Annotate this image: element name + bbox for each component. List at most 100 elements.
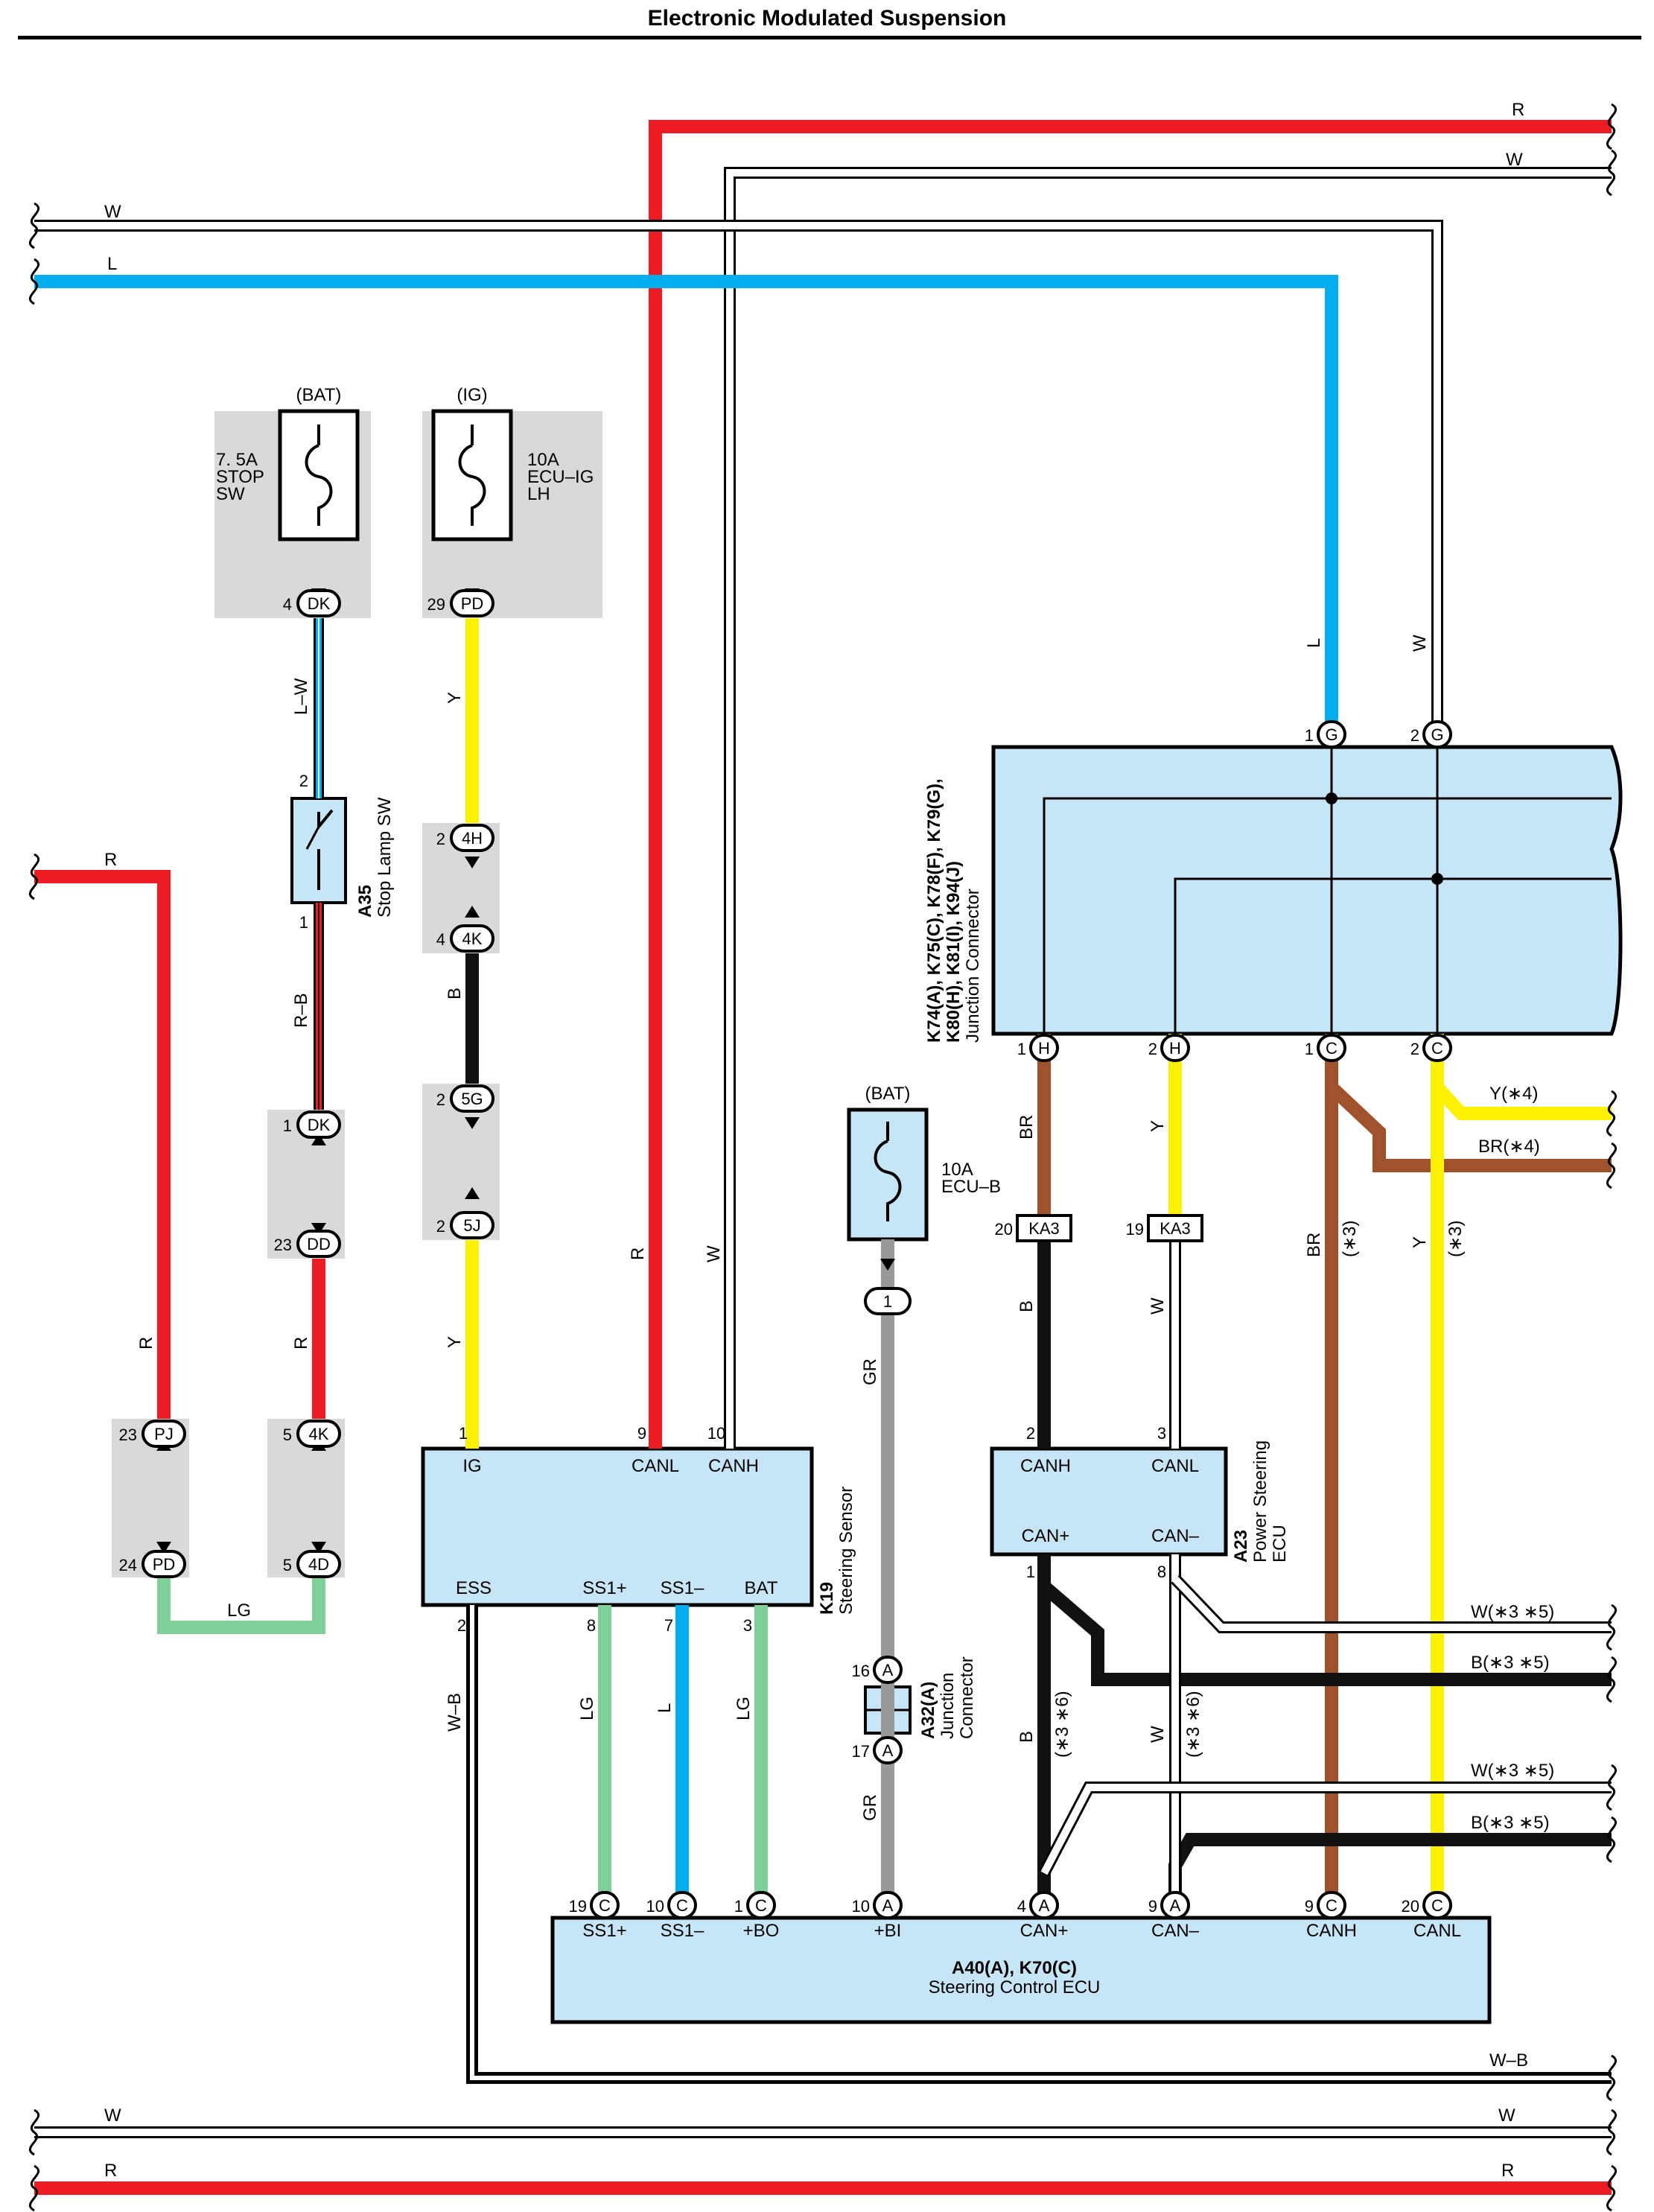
break-marks [28,103,1618,2212]
lbl-bot-w-left: W [104,2105,121,2126]
conn-c2 [1422,1034,1452,1062]
conn-4h-code: 4H [462,829,483,848]
conn-dd [296,1230,341,1258]
lbl-y-pd: Y [445,692,465,704]
conn-a16 [873,1656,903,1684]
lbl-lg-bottom: LG [227,1601,251,1621]
lbl-wb-ess: W–B [445,1693,465,1732]
ps-term-canh: CANH [1020,1456,1071,1476]
pin-h1: 1 [1017,1040,1026,1058]
wire-r-pj [34,870,171,1419]
ss-pin-ig: 1 [459,1424,468,1443]
conn-h1-code: H [1038,1039,1050,1058]
ps-term-canp: CAN+ [1022,1526,1070,1546]
lbl-b35a: B(∗3 ∗5) [1471,1653,1550,1673]
conn-dk-top-code: DK [308,594,331,613]
ps-pin-canp: 1 [1026,1563,1035,1581]
lbl-r-canl: R [628,1248,648,1260]
pin-h2: 2 [1148,1040,1157,1058]
ps-term-canm: CAN– [1151,1526,1200,1546]
connector-arrows [156,588,895,1554]
conn-ec9-code: C [1326,1896,1337,1915]
lbl-bot-r-right: R [1501,2161,1514,2181]
ss-term-canh: CANH [708,1456,759,1476]
a32-name1: Junction [938,1673,958,1739]
lbl-y-c2: Y [1410,1236,1430,1248]
lbl-r-dd: R [291,1337,311,1350]
conn-ec9 [1317,1891,1346,1919]
ecu-id: A40(A), K70(C) [952,1958,1077,1978]
conn-a16-code: A [882,1661,894,1679]
connector-badges [141,589,1452,1919]
lbl-y4: Y(∗4) [1489,1084,1538,1104]
ss-name: Steering Sensor [836,1487,856,1615]
lbl-br-c1-note: (∗3) [1340,1221,1360,1257]
fuse-ecu-b-name: ECU–B [941,1177,1001,1197]
lbl-top-r: R [1512,100,1524,120]
pin-ea10: 10 [852,1897,870,1916]
lbl-left-l: L [107,254,117,274]
ecu-term-canh: CANH [1306,1921,1357,1941]
pin-ea9: 9 [1148,1897,1157,1916]
lbl-r-pj: R [136,1337,156,1350]
conn-e10-code: C [676,1896,688,1915]
conn-ka3b [1147,1214,1203,1242]
lbl-lg-bat: LG [734,1697,754,1720]
conn-ka3a-code: KA3 [1028,1219,1060,1238]
fuse-ecu-b-rating: 10A [941,1160,973,1180]
conn-4k-a-code: 4K [462,929,483,948]
conn-5g [450,1084,494,1113]
pin-4k-b: 5 [283,1426,292,1444]
stop-sw-pin-top: 2 [299,772,308,790]
conn-ec20 [1422,1891,1452,1919]
lbl-bot-wb: W–B [1489,2050,1528,2070]
conn-ea4-code: A [1039,1896,1050,1915]
stop-sw-name: Stop Lamp SW [375,797,395,918]
pin-ec20: 20 [1402,1897,1419,1916]
junction-line1: K74(A), K75(C), K78(F), K79(G), [924,778,944,1043]
pin-5g: 2 [436,1090,445,1109]
conn-dk-mid-code: DK [308,1116,331,1134]
lbl-y-5j: Y [445,1336,465,1348]
wire-b35b [1168,1833,1612,1914]
lbl-br-h1: BR [1017,1115,1037,1140]
steering-control-ecu-box [550,1916,1492,2024]
fuse-stop-name2: SW [216,484,245,504]
fuse-stop-source: (BAT) [296,385,342,405]
power-steering-ecu-box [990,1446,1228,1557]
conn-c1-code: C [1326,1039,1337,1058]
ecu-term-canp: CAN+ [1020,1921,1069,1941]
pin-ka3b: 19 [1126,1220,1144,1239]
ps-pin-canh: 2 [1026,1424,1035,1443]
ps-name1: Power Steering [1250,1440,1270,1563]
junction-dot-2 [1431,873,1443,885]
conn-g2-code: G [1431,725,1443,744]
conn-5j [450,1211,494,1239]
fuse-ecu-b-symbol [874,1122,902,1221]
ss-pin-ess: 2 [457,1616,466,1635]
conn-c2-code: C [1431,1039,1443,1058]
pin-e10: 10 [646,1897,664,1916]
junction-dot-1 [1326,792,1337,804]
ss-term-ess: ESS [456,1578,492,1598]
lbl-br-c1: BR [1304,1233,1324,1257]
pin-e1: 1 [734,1897,743,1916]
steering-sensor-box [421,1446,814,1607]
lbl-b-can-plus: B [1017,1731,1037,1743]
pin-c2: 2 [1410,1040,1419,1058]
ss-term-bat: BAT [745,1578,778,1598]
conn-ea9-code: A [1170,1896,1181,1915]
pin-g2: 2 [1410,726,1419,745]
lbl-w-canh: W [704,1245,724,1262]
conn-e10 [667,1891,697,1919]
lbl-b-4k: B [445,988,465,999]
wire-left-l [34,275,1338,747]
conn-ec20-code: C [1431,1896,1443,1915]
lbl-gr-bot: GR [860,1794,880,1821]
pin-c1: 1 [1305,1040,1314,1058]
lbl-top-w: W [1506,150,1523,170]
conn-e1-code: C [755,1896,767,1915]
lbl-w-can-minus-note: (∗3 ∗6) [1183,1691,1203,1758]
lbl-y-c2-note: (∗3) [1445,1221,1466,1257]
